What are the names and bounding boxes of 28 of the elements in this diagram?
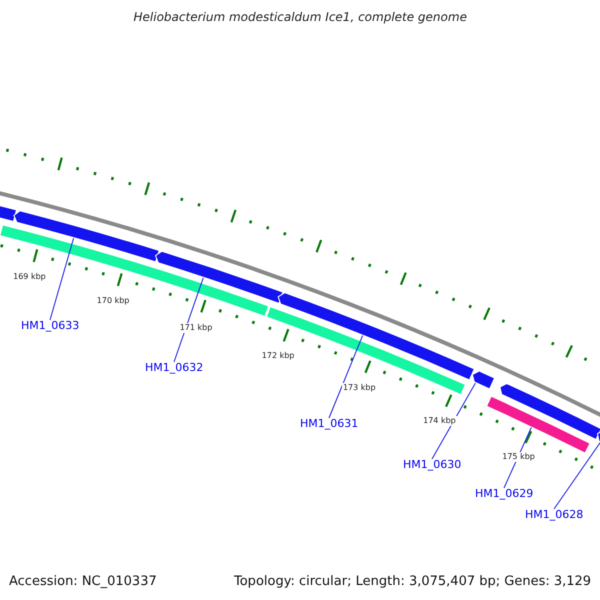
scale-label: 174 kbp	[422, 416, 457, 426]
gene-label: HM1_0628	[525, 508, 584, 521]
leader-line	[50, 238, 74, 320]
gene-bar	[472, 370, 496, 390]
gene-label: HM1_0630	[403, 458, 462, 471]
leader-line	[554, 442, 600, 510]
scale-label: 169 kbp	[12, 272, 47, 282]
scale-label: 170 kbp	[96, 296, 130, 306]
leader-line	[174, 277, 204, 362]
gene-bar	[486, 396, 590, 454]
scale-label: 171 kbp	[178, 322, 214, 333]
gene-bar	[0, 224, 270, 317]
leader-line	[432, 382, 476, 460]
gene-label: HM1_0632	[145, 361, 204, 374]
footer-text: Accession: NC_010337	[9, 574, 157, 589]
gene-label: HM1_0631	[300, 417, 358, 430]
leader-line	[328, 335, 364, 418]
footer-text: Topology: circular; Length: 3,075,407 bp; Genes: 3,129	[234, 574, 592, 589]
title: Heliobacterium modesticaldum Ice1, complete genome	[134, 10, 467, 24]
gene-bar	[13, 210, 160, 262]
scale-label: 175 kbp	[501, 452, 536, 462]
gene-label: HM1_0629	[475, 487, 534, 500]
scale-label: 172 kbp	[260, 351, 296, 362]
gene-bar	[499, 383, 600, 440]
gene-label: HM1_0633	[21, 319, 80, 332]
scale-label: 173 kbp	[342, 382, 377, 393]
gene-bar	[155, 250, 284, 304]
gene-bar	[278, 292, 475, 380]
